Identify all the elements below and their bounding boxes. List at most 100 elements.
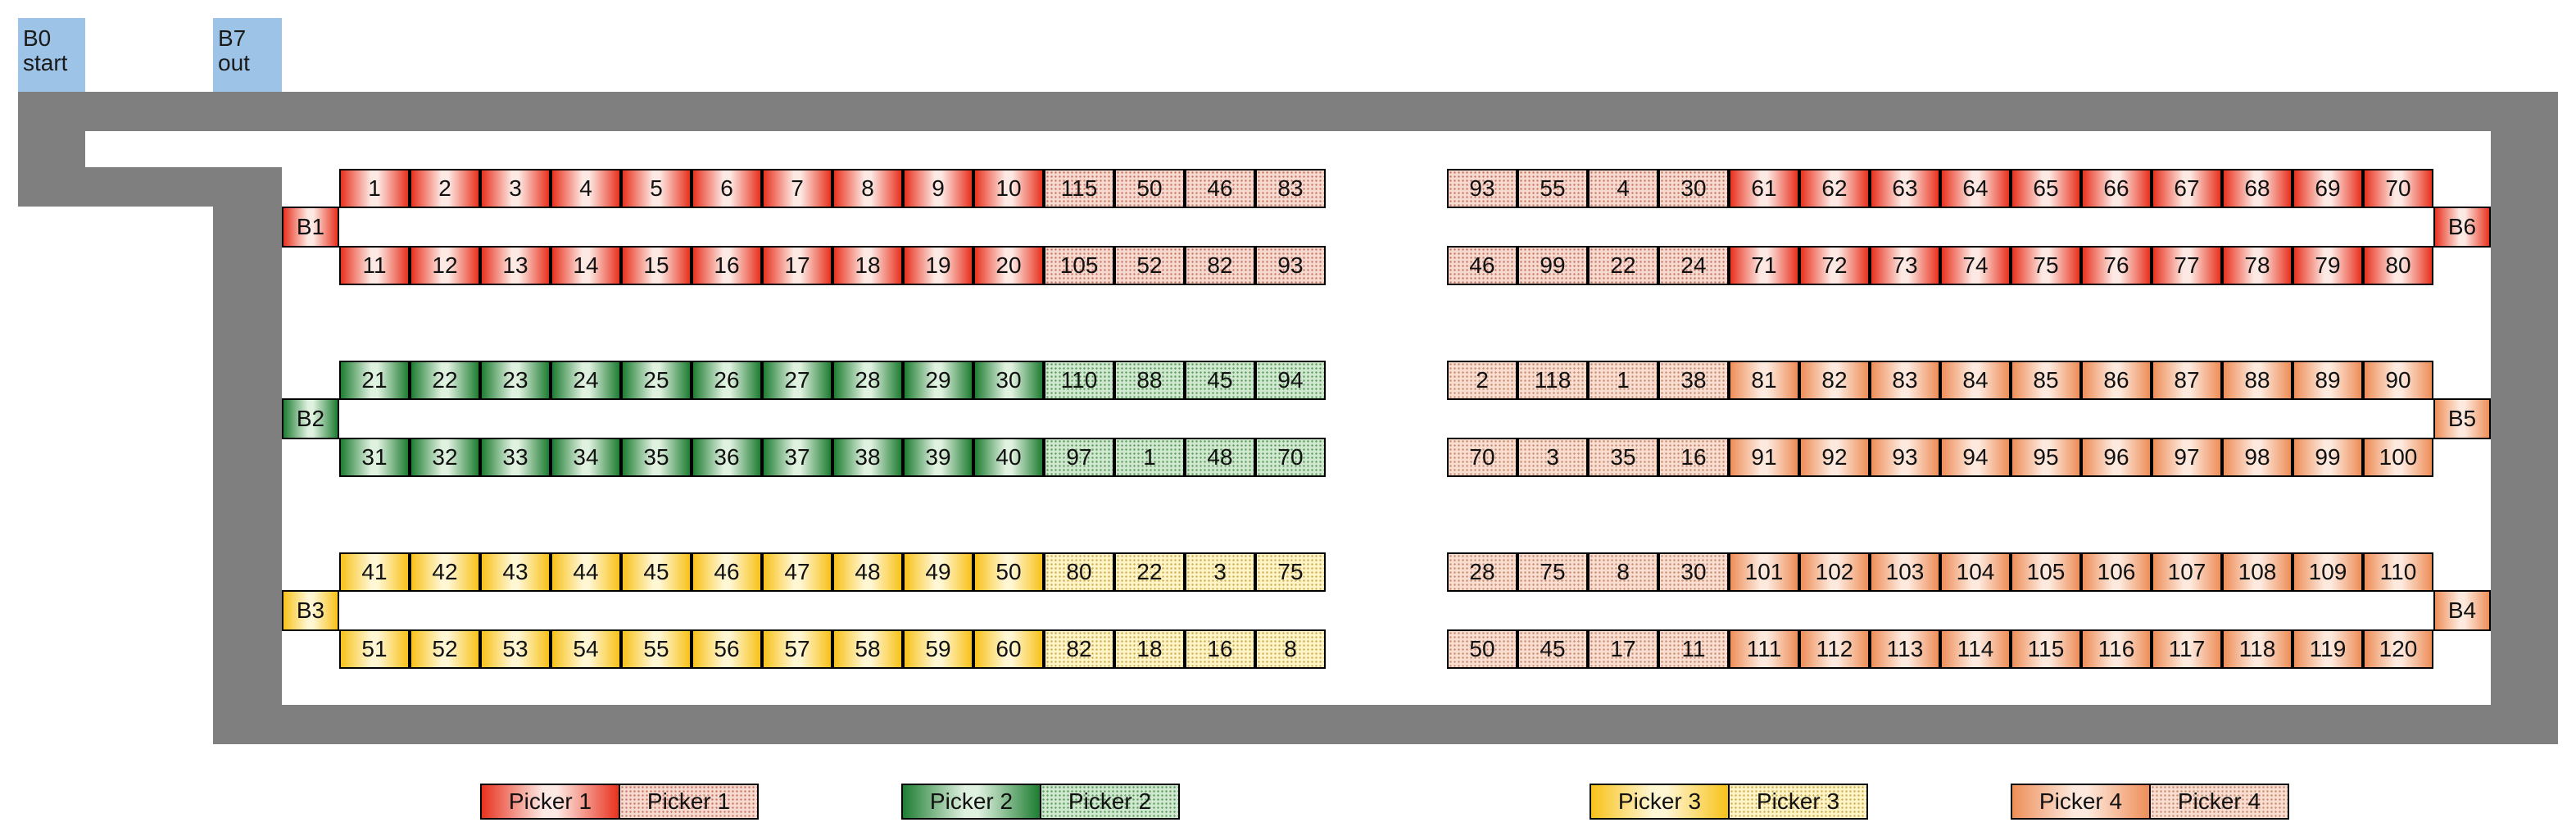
- order-cell[interactable]: 18: [1114, 629, 1185, 669]
- order-cell[interactable]: 75: [1517, 552, 1588, 592]
- slot-cell[interactable]: 73: [1870, 246, 1940, 285]
- slot-cell[interactable]: 110: [2363, 552, 2433, 592]
- slot-cell[interactable]: 119: [2293, 629, 2363, 669]
- order-cell[interactable]: 3: [1185, 552, 1255, 592]
- order-cell[interactable]: 50: [1447, 629, 1517, 669]
- slot-cell[interactable]: 2: [410, 169, 480, 208]
- slot-cell[interactable]: 30: [973, 361, 1044, 400]
- slot-cell[interactable]: 71: [1729, 246, 1799, 285]
- order-cell[interactable]: 82: [1044, 629, 1114, 669]
- slot-cell[interactable]: 11: [339, 246, 410, 285]
- order-cell[interactable]: 38: [1658, 361, 1729, 400]
- order-cell[interactable]: 118: [1517, 361, 1588, 400]
- slot-cell[interactable]: 89: [2293, 361, 2363, 400]
- slot-cell[interactable]: 58: [832, 629, 903, 669]
- slot-cell[interactable]: 28: [832, 361, 903, 400]
- slot-cell[interactable]: 97: [2152, 438, 2222, 477]
- order-cell[interactable]: 30: [1658, 552, 1729, 592]
- slot-cell[interactable]: 82: [1799, 361, 1870, 400]
- slot-cell[interactable]: 26: [692, 361, 762, 400]
- slot-cell[interactable]: 50: [973, 552, 1044, 592]
- order-cell[interactable]: 94: [1255, 361, 1326, 400]
- slot-cell[interactable]: 117: [2152, 629, 2222, 669]
- order-cell[interactable]: 93: [1255, 246, 1326, 285]
- order-cell[interactable]: 70: [1255, 438, 1326, 477]
- slot-cell[interactable]: 33: [480, 438, 551, 477]
- slot-cell[interactable]: 76: [2081, 246, 2152, 285]
- slot-cell[interactable]: 21: [339, 361, 410, 400]
- slot-cell[interactable]: 52: [410, 629, 480, 669]
- slot-cell[interactable]: 60: [973, 629, 1044, 669]
- slot-cell[interactable]: 65: [2011, 169, 2081, 208]
- order-cell[interactable]: 28: [1447, 552, 1517, 592]
- bay-b7[interactable]: B7 out: [213, 18, 282, 92]
- slot-cell[interactable]: 13: [480, 246, 551, 285]
- slot-cell[interactable]: 17: [762, 246, 832, 285]
- slot-cell[interactable]: 6: [692, 169, 762, 208]
- slot-cell[interactable]: 54: [551, 629, 621, 669]
- slot-cell[interactable]: 22: [410, 361, 480, 400]
- slot-cell[interactable]: 48: [832, 552, 903, 592]
- order-cell[interactable]: 3: [1517, 438, 1588, 477]
- slot-cell[interactable]: 38: [832, 438, 903, 477]
- order-cell[interactable]: 8: [1588, 552, 1658, 592]
- slot-cell[interactable]: 98: [2222, 438, 2293, 477]
- slot-cell[interactable]: 116: [2081, 629, 2152, 669]
- slot-cell[interactable]: 91: [1729, 438, 1799, 477]
- order-cell[interactable]: 105: [1044, 246, 1114, 285]
- slot-cell[interactable]: 16: [692, 246, 762, 285]
- slot-cell[interactable]: 46: [692, 552, 762, 592]
- slot-cell[interactable]: 63: [1870, 169, 1940, 208]
- slot-cell[interactable]: 25: [621, 361, 692, 400]
- order-cell[interactable]: 48: [1185, 438, 1255, 477]
- slot-cell[interactable]: 8: [832, 169, 903, 208]
- slot-cell[interactable]: 75: [2011, 246, 2081, 285]
- slot-cell[interactable]: 87: [2152, 361, 2222, 400]
- order-cell[interactable]: 46: [1185, 169, 1255, 208]
- order-cell[interactable]: 24: [1658, 246, 1729, 285]
- slot-cell[interactable]: 67: [2152, 169, 2222, 208]
- order-cell[interactable]: 97: [1044, 438, 1114, 477]
- slot-cell[interactable]: 19: [903, 246, 973, 285]
- slot-cell[interactable]: 115: [2011, 629, 2081, 669]
- order-cell[interactable]: 46: [1447, 246, 1517, 285]
- slot-cell[interactable]: 68: [2222, 169, 2293, 208]
- order-cell[interactable]: 11: [1658, 629, 1729, 669]
- order-cell[interactable]: 99: [1517, 246, 1588, 285]
- order-cell[interactable]: 80: [1044, 552, 1114, 592]
- dock-b4[interactable]: B4: [2433, 590, 2491, 631]
- slot-cell[interactable]: 41: [339, 552, 410, 592]
- order-cell[interactable]: 45: [1517, 629, 1588, 669]
- slot-cell[interactable]: 20: [973, 246, 1044, 285]
- slot-cell[interactable]: 92: [1799, 438, 1870, 477]
- slot-cell[interactable]: 111: [1729, 629, 1799, 669]
- order-cell[interactable]: 70: [1447, 438, 1517, 477]
- slot-cell[interactable]: 99: [2293, 438, 2363, 477]
- slot-cell[interactable]: 81: [1729, 361, 1799, 400]
- slot-cell[interactable]: 36: [692, 438, 762, 477]
- slot-cell[interactable]: 64: [1940, 169, 2011, 208]
- slot-cell[interactable]: 77: [2152, 246, 2222, 285]
- slot-cell[interactable]: 35: [621, 438, 692, 477]
- order-cell[interactable]: 22: [1114, 552, 1185, 592]
- slot-cell[interactable]: 10: [973, 169, 1044, 208]
- slot-cell[interactable]: 14: [551, 246, 621, 285]
- slot-cell[interactable]: 32: [410, 438, 480, 477]
- slot-cell[interactable]: 62: [1799, 169, 1870, 208]
- order-cell[interactable]: 1: [1114, 438, 1185, 477]
- slot-cell[interactable]: 101: [1729, 552, 1799, 592]
- slot-cell[interactable]: 27: [762, 361, 832, 400]
- slot-cell[interactable]: 94: [1940, 438, 2011, 477]
- slot-cell[interactable]: 109: [2293, 552, 2363, 592]
- slot-cell[interactable]: 90: [2363, 361, 2433, 400]
- order-cell[interactable]: 22: [1588, 246, 1658, 285]
- order-cell[interactable]: 30: [1658, 169, 1729, 208]
- order-cell[interactable]: 16: [1185, 629, 1255, 669]
- slot-cell[interactable]: 108: [2222, 552, 2293, 592]
- slot-cell[interactable]: 24: [551, 361, 621, 400]
- order-cell[interactable]: 35: [1588, 438, 1658, 477]
- order-cell[interactable]: 55: [1517, 169, 1588, 208]
- slot-cell[interactable]: 102: [1799, 552, 1870, 592]
- order-cell[interactable]: 115: [1044, 169, 1114, 208]
- slot-cell[interactable]: 114: [1940, 629, 2011, 669]
